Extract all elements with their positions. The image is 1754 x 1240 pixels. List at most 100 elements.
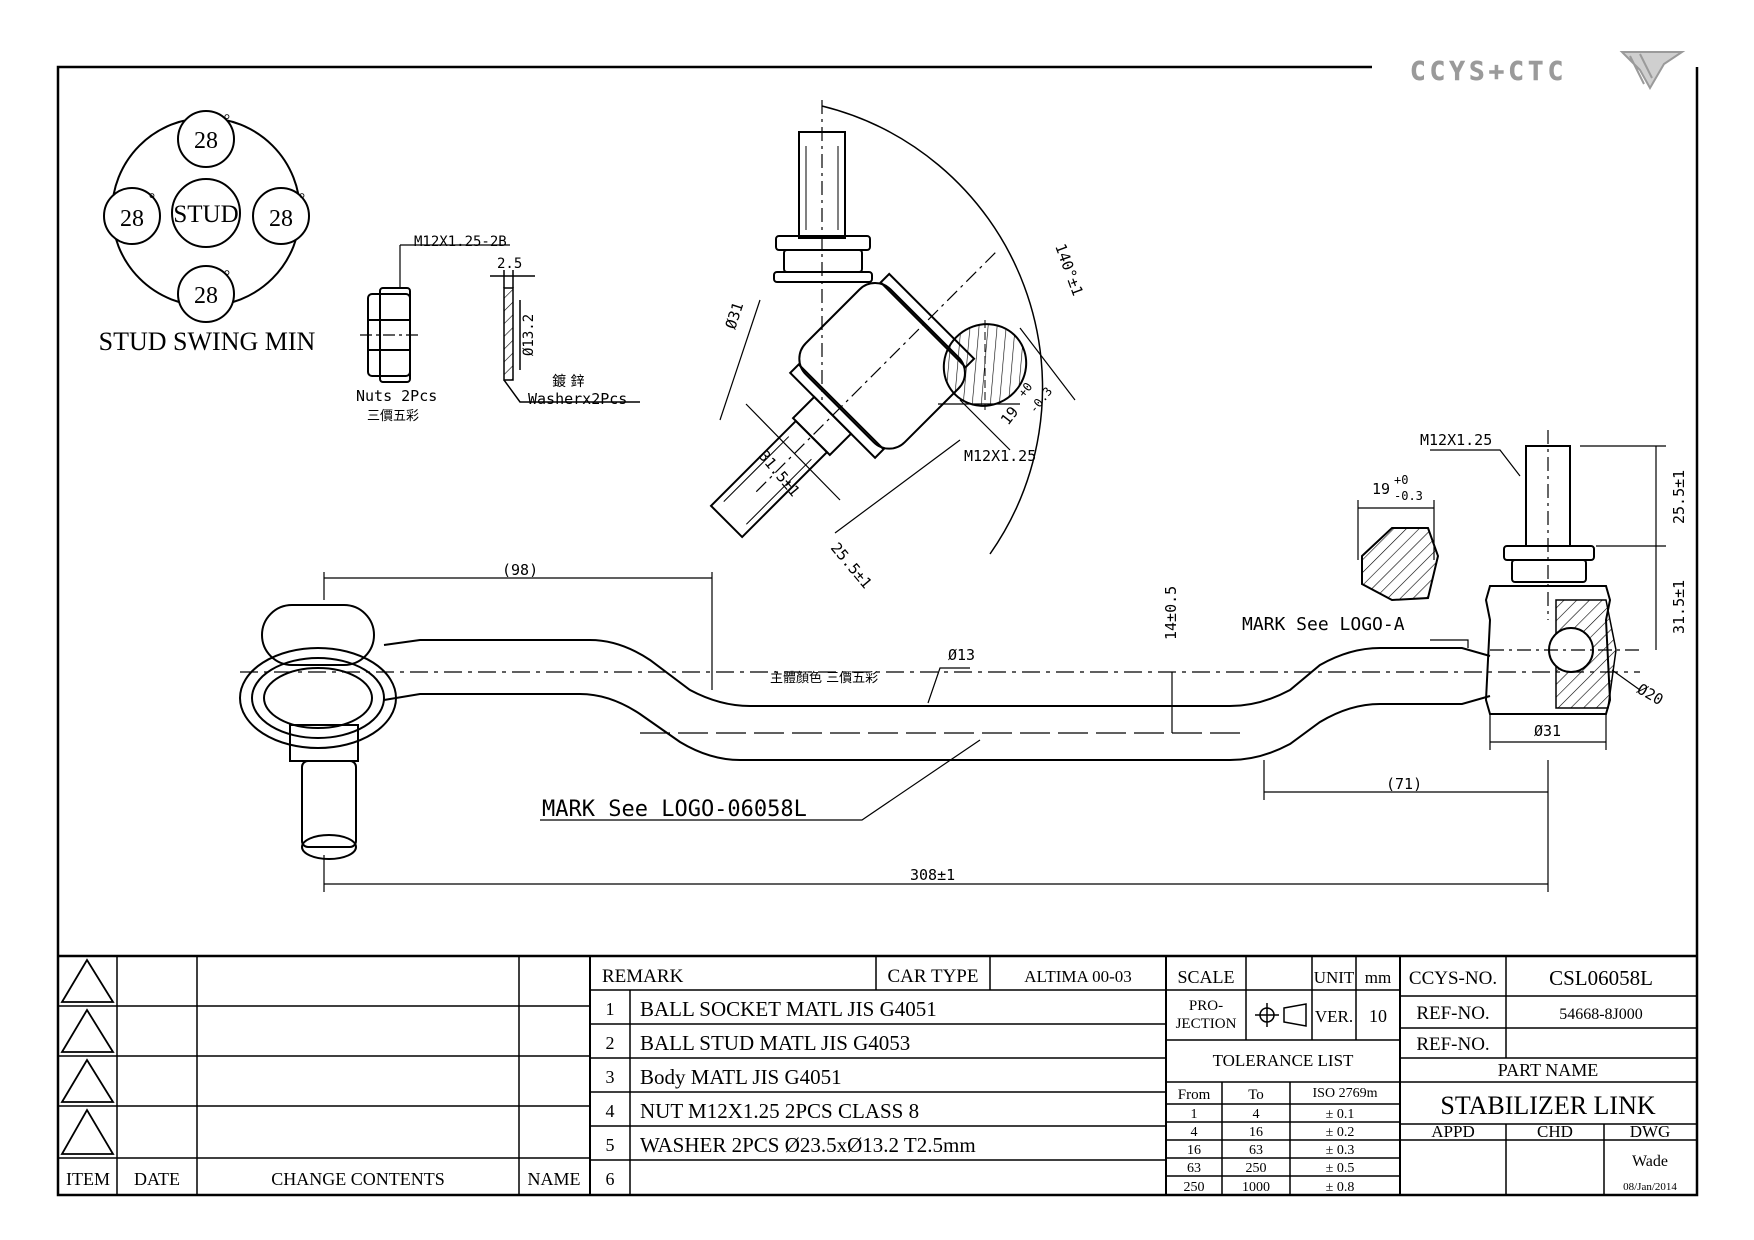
remark-item-no: 4 xyxy=(606,1101,615,1121)
ccys-no-value: CSL06058L xyxy=(1549,966,1653,990)
joint-hex-size: 19 xyxy=(997,403,1022,428)
tol-header-to: To xyxy=(1248,1087,1264,1103)
tol-row-to: 1000 xyxy=(1242,1180,1270,1195)
hex-section-angled xyxy=(942,320,1076,451)
title-block-grid xyxy=(58,954,1697,1195)
revision-triangles xyxy=(60,958,115,1155)
drawing-date: 08/Jan/2014 xyxy=(1623,1181,1677,1193)
tol-row-to: 250 xyxy=(1246,1161,1267,1176)
revision-triangle-icon xyxy=(60,958,115,1003)
right-height: 31.5±1 xyxy=(1670,580,1688,634)
tol-row-value: ± 0.5 xyxy=(1326,1161,1355,1176)
tol-row-from: 250 xyxy=(1184,1180,1205,1195)
tol-header-iso: ISO 2769m xyxy=(1313,1086,1378,1101)
stabilizer-link-main-view xyxy=(239,572,1640,892)
part-name-label: PART NAME xyxy=(1498,1060,1598,1080)
joint-thread: M12X1.25 xyxy=(964,447,1036,465)
main-mark-label: MARK See LOGO-06058L xyxy=(542,797,807,822)
remark-item-text: BALL STUD MATL JIS G4053 xyxy=(640,1031,910,1055)
washer-thickness: 2.5 xyxy=(497,256,522,272)
appd-label: APPD xyxy=(1431,1122,1474,1141)
brand-emblem-icon xyxy=(1619,51,1686,91)
remark-item-text: Body MATL JIS G4051 xyxy=(640,1065,842,1089)
ver-value: 10 xyxy=(1369,1006,1387,1026)
right-stud-length: 25.5±1 xyxy=(1670,470,1688,524)
rev-header-date: DATE xyxy=(134,1169,180,1189)
tol-row-to: 63 xyxy=(1249,1143,1263,1158)
remark-item-no: 3 xyxy=(606,1067,615,1087)
remark-item-text: WASHER 2PCS Ø23.5xØ13.2 T2.5mm xyxy=(640,1133,976,1157)
swing-left-value: 28 xyxy=(120,206,144,232)
car-type-value: ALTIMA 00-03 xyxy=(1024,967,1132,986)
tol-row-value: ± 0.1 xyxy=(1326,1107,1355,1122)
washer-inner-dia: Ø13.2 xyxy=(521,314,537,356)
right-hex-tol-plus: +0 xyxy=(1394,473,1408,487)
swing-degree-right: ° xyxy=(299,191,305,208)
revision-triangle-icon xyxy=(60,1108,115,1155)
projection-symbol-icon xyxy=(1255,1003,1307,1027)
tol-row-from: 63 xyxy=(1187,1161,1201,1176)
scale-label: SCALE xyxy=(1177,967,1234,987)
swing-right-value: 28 xyxy=(269,206,293,232)
swing-top-value: 28 xyxy=(194,128,218,154)
tol-row-value: ± 0.2 xyxy=(1326,1125,1355,1140)
revision-triangle-icon xyxy=(60,1058,115,1103)
ver-label: VER. xyxy=(1315,1007,1353,1026)
unit-label: UNIT xyxy=(1314,968,1355,987)
revision-triangle-icon xyxy=(60,1008,115,1053)
part-name-value: STABILIZER LINK xyxy=(1440,1091,1655,1120)
ccys-no-label: CCYS-NO. xyxy=(1409,968,1497,989)
tol-row-from: 4 xyxy=(1191,1125,1198,1140)
projection-label-1: PRO- xyxy=(1189,998,1223,1014)
dwg-by-value: Wade xyxy=(1632,1153,1668,1170)
swing-bottom-value: 28 xyxy=(194,283,218,309)
washer-label: Washerx2Pcs xyxy=(528,390,627,408)
car-type-label: CAR TYPE xyxy=(888,966,979,987)
remark-item-no: 1 xyxy=(606,999,615,1019)
swing-degree-top: ° xyxy=(224,112,230,129)
chd-label: CHD xyxy=(1537,1122,1573,1141)
hex-section-right xyxy=(1357,500,1440,602)
remark-item-no: 6 xyxy=(606,1169,615,1189)
tolerance-title: TOLERANCE LIST xyxy=(1213,1051,1354,1070)
left-offset-dim: (98) xyxy=(502,561,538,579)
offset-height-dim: 14±0.5 xyxy=(1162,586,1180,640)
remark-label: REMARK xyxy=(602,966,684,987)
washer-detail xyxy=(490,270,640,403)
rod-color-note: 主體顏色 三價五彩 xyxy=(770,670,878,686)
right-ball-dia: Ø20 xyxy=(1634,680,1666,709)
right-end-assembly xyxy=(1430,430,1666,750)
right-mark-label: MARK See LOGO-A xyxy=(1242,614,1405,635)
washer-chinese-note: 鍍 鋅 xyxy=(552,373,584,390)
tol-row-to: 16 xyxy=(1249,1125,1263,1140)
projection-label-2: JECTION xyxy=(1176,1016,1237,1032)
swing-center-label: STUD xyxy=(173,201,238,228)
swing-degree-left: ° xyxy=(149,191,155,208)
nut-detail xyxy=(360,244,510,383)
stud-swing-diagram xyxy=(103,110,310,323)
right-hex-tol-minus: -0.3 xyxy=(1394,489,1423,503)
remark-item-no: 5 xyxy=(606,1135,615,1155)
tol-row-from: 1 xyxy=(1191,1107,1198,1122)
tol-row-value: ± 0.3 xyxy=(1326,1143,1355,1158)
remark-item-text: NUT M12X1.25 2PCS CLASS 8 xyxy=(640,1099,919,1123)
ref-no-value: 54668-8J000 xyxy=(1559,1006,1643,1023)
joint-diameter: Ø31 xyxy=(722,300,747,331)
right-thread: M12X1.25 xyxy=(1420,431,1492,449)
right-socket-dia: Ø31 xyxy=(1534,722,1561,740)
remark-item-no: 2 xyxy=(606,1033,615,1053)
right-hex-size: 19 xyxy=(1372,480,1390,498)
rev-header-item: ITEM xyxy=(66,1169,110,1189)
unit-value: mm xyxy=(1365,968,1391,987)
brand-logo: CCYS+CTC xyxy=(1410,51,1686,91)
tol-row-from: 16 xyxy=(1187,1143,1201,1158)
nut-color-note: 三價五彩 xyxy=(367,409,419,424)
sheet-border xyxy=(56,65,1699,1197)
nut-label: Nuts 2Pcs xyxy=(356,387,437,405)
tol-row-to: 4 xyxy=(1253,1107,1260,1122)
overall-length-dim: 308±1 xyxy=(910,866,955,884)
angle-dimension: 140°±1 xyxy=(1051,241,1086,298)
tol-row-value: ± 0.8 xyxy=(1326,1180,1355,1195)
joint-stud-length: 25.5±1 xyxy=(827,539,876,592)
